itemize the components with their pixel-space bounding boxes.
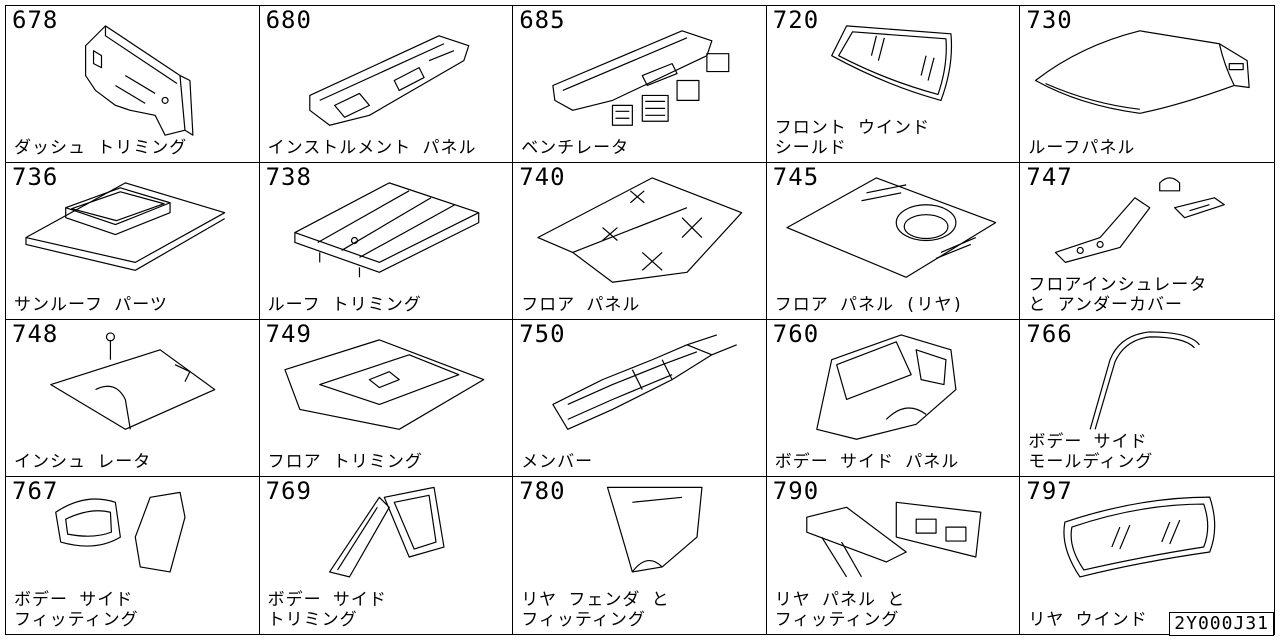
part-cell-685[interactable]: 685 ベンチレータ (513, 6, 767, 163)
rear-window-icon (1063, 496, 1216, 578)
part-code: 750 (519, 320, 566, 348)
part-cell-790[interactable]: 790 リヤ パネル と フィッティング (767, 477, 1021, 634)
part-label: インシュ レータ (14, 452, 152, 472)
insulator-icon (50, 332, 216, 430)
part-cell-748[interactable]: 748 インシュ レータ (6, 320, 260, 477)
ventilator-icon (552, 30, 730, 126)
part-code: 680 (265, 6, 312, 34)
part-code: 767 (12, 477, 59, 505)
part-cell-745[interactable]: 745 フロア パネル (リヤ) (766, 163, 1021, 320)
part-label: メンバー (521, 452, 594, 472)
part-code: 766 (1026, 320, 1073, 348)
part-label: ボデー サイド パネル (774, 452, 960, 472)
body-side-panel-icon (815, 334, 957, 440)
part-label: リヤ ウインド (1028, 610, 1148, 630)
part-code: 748 (12, 320, 59, 348)
part-label: ルーフパネル (1028, 138, 1136, 158)
floor-panel-icon (537, 177, 743, 283)
instrument-panel-icon (308, 35, 469, 126)
part-cell-797[interactable]: 797 リヤ ウインド (1020, 477, 1274, 634)
part-cell-760[interactable]: 760 ボデー サイド パネル (766, 320, 1021, 477)
roof-trim-icon (293, 182, 479, 278)
floor-insulator-icon (1055, 177, 1226, 263)
part-code: 730 (1026, 6, 1073, 34)
roof-panel-icon (1035, 30, 1251, 114)
part-cell-736[interactable]: 736 サンルーフ パーツ (6, 163, 260, 320)
side-fitting-icon (55, 491, 186, 573)
part-cell-720[interactable]: 720 フロント ウインド シールド (766, 6, 1021, 163)
part-cell-738[interactable]: 738 ルーフ トリミング (259, 163, 514, 320)
part-code: 738 (265, 163, 312, 191)
side-trim-icon (328, 486, 445, 578)
part-code: 736 (12, 163, 59, 191)
part-cell-750[interactable]: 750 メンバー (513, 320, 767, 477)
windshield-icon (830, 25, 952, 101)
sunroof-icon (25, 182, 226, 271)
part-label: フロア パネル (リヤ) (774, 295, 964, 315)
part-label: ルーフ トリミング (267, 295, 422, 315)
part-label: ボデー サイド トリミング (267, 590, 387, 630)
rear-floor-panel-icon (786, 177, 997, 278)
part-code: 780 (519, 477, 566, 505)
part-label: ボデー サイド フィッティング (14, 590, 139, 630)
dash-trim-icon (85, 25, 194, 136)
part-cell-747[interactable]: 747 フロアインシュレータ と アンダーカバー (1020, 163, 1274, 320)
part-label: ベンチレータ (521, 138, 630, 158)
part-code: 749 (265, 320, 312, 348)
part-label: ボデー サイド モールディング (1028, 432, 1154, 472)
part-cell-678[interactable]: 678 ダッシュ トリミング (6, 6, 260, 163)
part-code: 760 (772, 320, 820, 348)
part-cell-740[interactable]: 740 フロア パネル (513, 163, 767, 320)
part-label: インストルメント パネル (267, 138, 477, 158)
rear-panel-icon (805, 501, 982, 578)
part-cell-730[interactable]: 730 ルーフパネル (1020, 6, 1274, 163)
part-cell-766[interactable]: 766 ボデー サイド モールディング (1020, 320, 1274, 477)
diagram-reference-code: 2Y000J31 (1169, 612, 1274, 636)
part-label: フロント ウインド シールド (774, 118, 931, 158)
part-cell-749[interactable]: 749 フロア トリミング (259, 320, 514, 477)
part-label: フロアインシュレータ と アンダーカバー (1028, 275, 1208, 315)
part-code: 769 (265, 477, 312, 505)
part-cell-780[interactable]: 780 リヤ フェンダ と フィッティング (513, 477, 767, 634)
part-label: リヤ フェンダ と フィッティング (521, 590, 670, 630)
part-code: 797 (1026, 477, 1073, 505)
rear-fender-icon (607, 486, 703, 573)
side-molding-icon (1089, 331, 1201, 430)
part-code: 720 (772, 6, 820, 34)
part-code: 740 (519, 163, 566, 191)
part-cell-769[interactable]: 769 ボデー サイド トリミング (260, 477, 514, 634)
member-frame-icon (552, 334, 738, 430)
part-cell-680[interactable]: 680 インストルメント パネル (259, 6, 514, 163)
part-cell-767[interactable]: 767 ボデー サイド フィッティング (6, 477, 260, 634)
part-label: リヤ パネル と フィッティング (774, 590, 906, 630)
part-code: 747 (1026, 163, 1073, 191)
part-label: フロア パネル (521, 295, 641, 315)
floor-trim-icon (283, 339, 484, 430)
part-label: ダッシュ トリミング (14, 138, 188, 158)
parts-grid: 678 ダッシュ トリミング 680 インストルメント パネル 685 ベンチレ… (5, 5, 1275, 635)
part-code: 678 (12, 6, 59, 34)
part-label: フロア トリミング (267, 452, 423, 472)
part-label: サンルーフ パーツ (14, 295, 168, 315)
part-code: 685 (519, 6, 566, 34)
part-code: 790 (772, 477, 820, 505)
part-code: 745 (772, 163, 820, 191)
